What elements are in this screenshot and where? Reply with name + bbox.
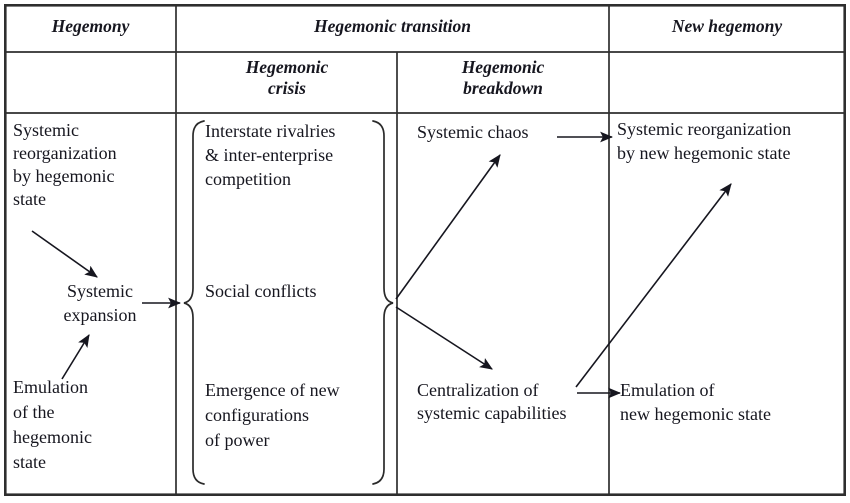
header-hegemonic-transition: Hegemonic transition (313, 16, 472, 36)
label-emulation-hegemonic-state: Emulation of the hegemonic state (13, 377, 92, 472)
label-centralization-capabilities: Centralization of systemic capabilities (417, 380, 567, 423)
header-new-hegemony: New hegemony (671, 16, 783, 36)
arrow-emulation-to-expansion (61, 334, 90, 380)
arrow-reorganization-to-expansion (31, 230, 98, 278)
arrow-crisis-to-centralization (395, 306, 493, 370)
label-interstate-rivalries: Interstate rivalries & inter-enterprise … (205, 121, 336, 189)
label-social-conflicts: Social conflicts (205, 281, 317, 301)
label-emergence-configurations-power: Emergence of new configurations of power (205, 380, 340, 450)
label-systemic-expansion: Systemic expansion (63, 281, 137, 325)
subheader-hegemonic-breakdown: Hegemonic breakdown (461, 57, 545, 98)
table-outer-border (4, 4, 847, 496)
label-systemic-reorganization-hegemonic: Systemic reorganization by hegemonic sta… (13, 120, 117, 209)
left-brace (183, 120, 205, 485)
label-systemic-chaos: Systemic chaos (417, 122, 529, 142)
header-hegemony: Hegemony (51, 16, 130, 36)
right-brace (372, 120, 394, 485)
label-systemic-reorganization-new: Systemic reorganization by new hegemonic… (617, 119, 792, 163)
label-emulation-new-hegemonic-state: Emulation of new hegemonic state (620, 380, 771, 424)
arrow-crisis-to-chaos (395, 154, 501, 300)
subheader-hegemonic-crisis: Hegemonic crisis (245, 57, 329, 98)
arrow-centralization-to-new-reorganization (575, 183, 732, 388)
